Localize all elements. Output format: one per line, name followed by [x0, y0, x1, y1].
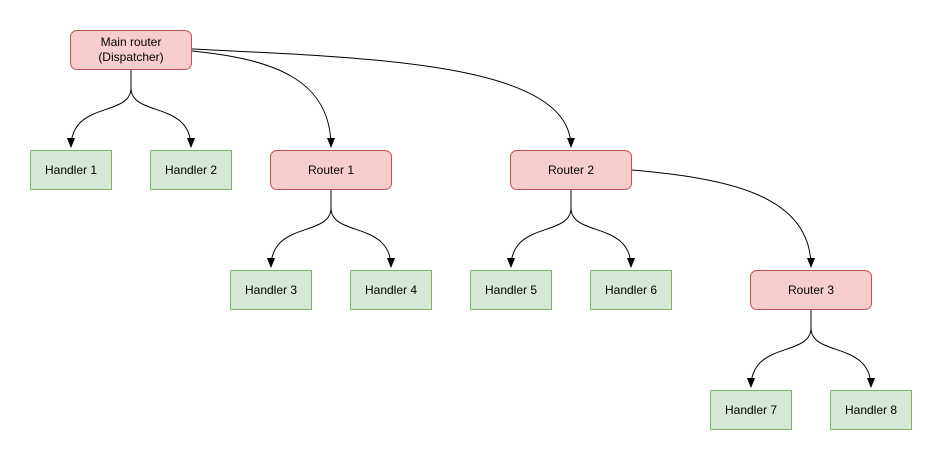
edge-router-2-to-handler-6: [570, 190, 635, 268]
node-handler-5: Handler 5: [470, 270, 552, 310]
edge-router-2-to-router-3: [631, 169, 815, 268]
node-handler-6: Handler 6: [590, 270, 672, 310]
node-router-2: Router 2: [510, 150, 632, 190]
edge-router-1-to-handler-3: [267, 190, 332, 268]
node-handler-3: Handler 3: [230, 270, 312, 310]
edge-main-router-to-handler-2: [130, 70, 195, 148]
node-handler-4: Handler 4: [350, 270, 432, 310]
node-router-3: Router 3: [750, 270, 872, 310]
edge-main-router-to-router-1: [191, 50, 335, 148]
edge-router-2-to-handler-5: [507, 190, 572, 268]
edge-router-3-to-handler-7: [747, 310, 812, 388]
edge-main-router-to-handler-1: [67, 70, 132, 148]
node-handler-2: Handler 2: [150, 150, 232, 190]
node-handler-8: Handler 8: [830, 390, 912, 430]
node-main-router: Main router (Dispatcher): [70, 30, 192, 70]
edge-router-3-to-handler-8: [810, 310, 875, 388]
node-handler-1: Handler 1: [30, 150, 112, 190]
node-handler-7: Handler 7: [710, 390, 792, 430]
edge-router-1-to-handler-4: [330, 190, 395, 268]
edge-main-router-to-router-2: [191, 48, 575, 148]
node-router-1: Router 1: [270, 150, 392, 190]
